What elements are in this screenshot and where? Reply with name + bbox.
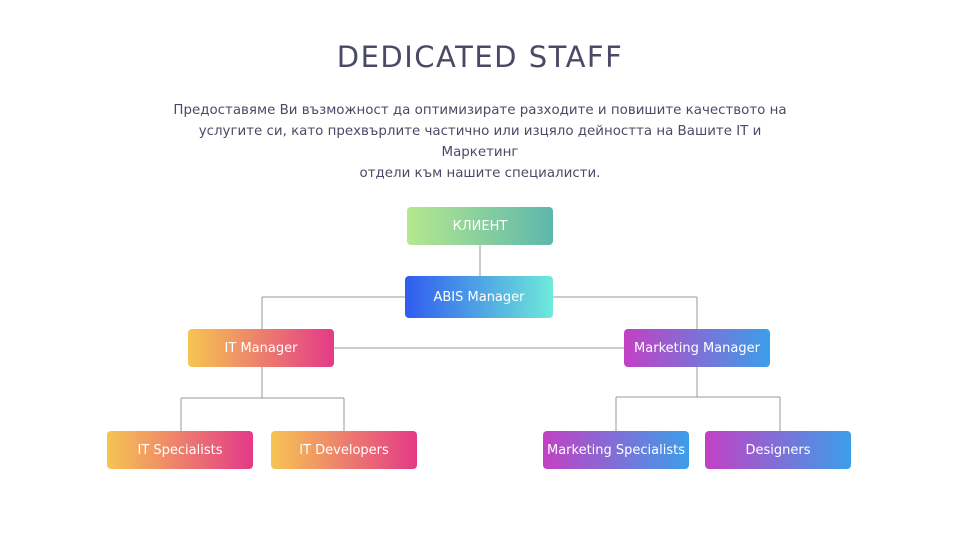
node-it-developers: IT Developers [271, 431, 417, 469]
node-it-manager-label: IT Manager [224, 340, 298, 356]
node-marketing-manager-label: Marketing Manager [634, 340, 760, 356]
node-abis-manager-label: ABIS Manager [433, 289, 525, 305]
node-client: КЛИЕНТ [407, 207, 553, 245]
node-client-label: КЛИЕНТ [452, 218, 508, 234]
page-title: DEDICATED STAFF [336, 40, 624, 74]
node-designers: Designers [705, 431, 851, 469]
intro-line-2: услугите си, като прехвърлите частично и… [198, 124, 762, 160]
intro-line-1: Предоставяме Ви възможност да оптимизира… [173, 103, 787, 118]
node-it-specialists-label: IT Specialists [137, 442, 223, 458]
intro-text: Предоставяме Ви възможност да оптимизира… [170, 100, 790, 184]
node-designers-label: Designers [745, 442, 811, 458]
node-it-manager: IT Manager [188, 329, 334, 367]
intro-line-3: отдели към нашите специалисти. [359, 166, 601, 181]
node-it-developers-label: IT Developers [299, 442, 389, 458]
node-marketing-manager: Marketing Manager [624, 329, 770, 367]
node-marketing-specialists-label: Marketing Specialists [546, 442, 686, 458]
node-abis-manager: ABIS Manager [405, 276, 553, 318]
node-marketing-specialists: Marketing Specialists [543, 431, 689, 469]
node-it-specialists: IT Specialists [107, 431, 253, 469]
